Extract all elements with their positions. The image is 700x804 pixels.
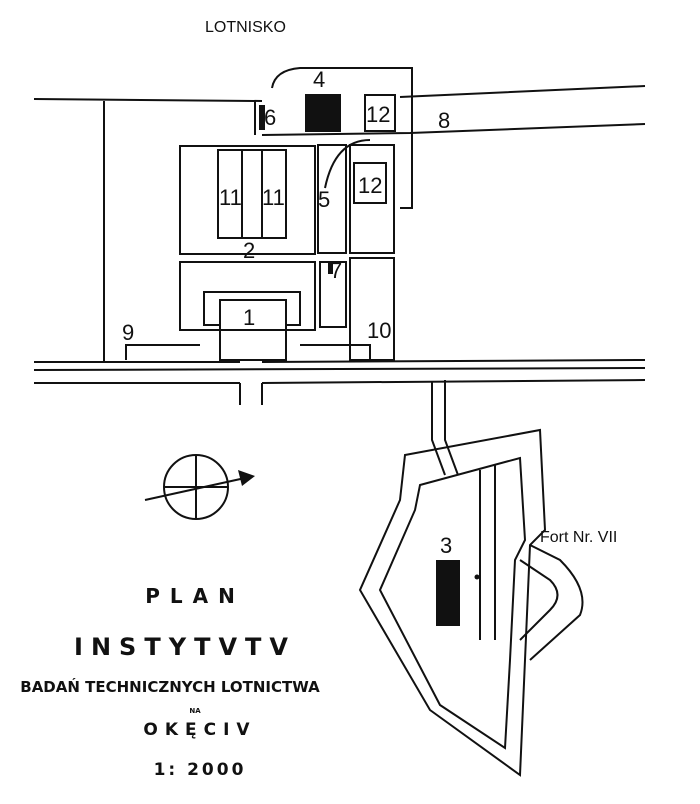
title-subtitle: BADAŃ TECHNICZNYCH LOTNICTWA	[20, 677, 320, 696]
building-3-mark	[436, 560, 460, 626]
label-2: 2	[243, 238, 255, 263]
title-institute: INSTYTVTV	[74, 633, 296, 661]
label-7: 7	[330, 258, 342, 283]
label-4: 4	[313, 67, 325, 92]
label-11a: 11	[219, 185, 242, 210]
label-6: 6	[264, 105, 276, 130]
title-na: NA	[189, 707, 201, 715]
label-12b: 12	[358, 173, 382, 198]
label-1: 1	[243, 305, 255, 330]
label-10: 10	[367, 318, 391, 343]
label-12a: 12	[366, 102, 390, 127]
roads	[33, 85, 646, 476]
compass-rose-icon	[144, 454, 255, 520]
label-lotnisko: LOTNISKO	[205, 19, 286, 36]
label-5: 5	[318, 187, 330, 212]
title-scale: 1: 2000	[154, 760, 247, 780]
label-fort: Fort Nr. VII	[540, 529, 617, 546]
fort-vii	[358, 428, 584, 777]
title-okecie: OKĘCIV	[143, 720, 256, 740]
building-4-mark	[305, 94, 341, 132]
label-3: 3	[440, 533, 452, 558]
label-8: 8	[438, 108, 450, 133]
title-plan: PLAN	[145, 584, 245, 608]
label-9: 9	[122, 320, 134, 345]
building-blocks	[125, 67, 413, 361]
label-11b: 11	[262, 185, 285, 210]
